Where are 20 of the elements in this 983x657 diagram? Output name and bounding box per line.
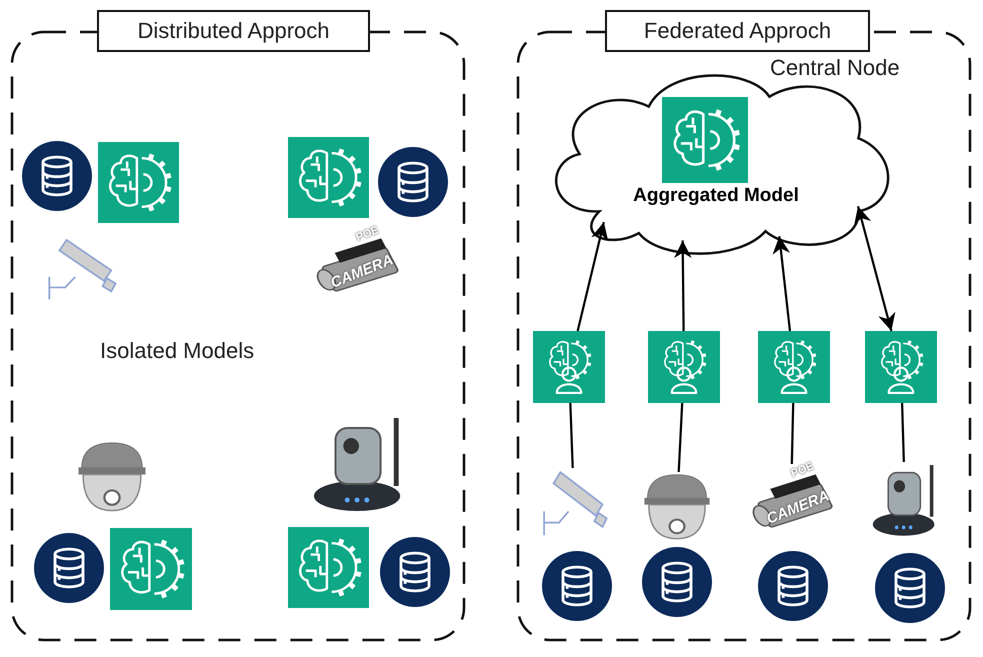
panel-heading: Distributed Approch xyxy=(97,10,370,52)
connector-line xyxy=(678,402,684,472)
printed-label: POE xyxy=(354,226,380,244)
arrow xyxy=(576,222,608,332)
brain-gear-person-icon xyxy=(648,331,720,403)
panel-heading: Federated Approch xyxy=(605,10,870,52)
printed-label: POE xyxy=(790,462,816,480)
node-label: Aggregated Model xyxy=(632,185,800,208)
arrow xyxy=(674,240,692,332)
camera-drawing xyxy=(540,468,608,538)
arrow xyxy=(854,206,896,332)
connector-line xyxy=(900,402,905,462)
connector-line xyxy=(569,402,574,468)
brain-gear-person-icon xyxy=(865,331,937,403)
brain-gear-person-icon xyxy=(533,331,605,403)
brain-gear-person-icon xyxy=(758,331,830,403)
panel-label: Isolated Models xyxy=(100,338,256,365)
node-label: Central Node xyxy=(770,55,901,82)
arrow xyxy=(772,236,792,332)
connector-line xyxy=(790,402,794,464)
